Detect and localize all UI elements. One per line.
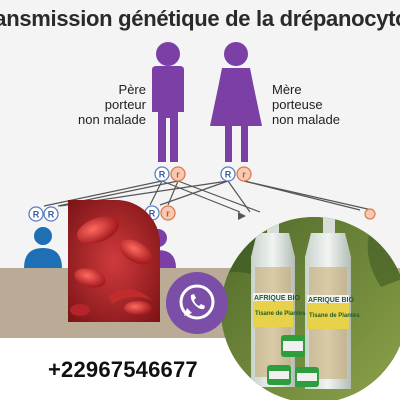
mother-label-line: porteuse xyxy=(272,97,323,112)
mother-label-line: Mère xyxy=(272,82,302,97)
bottle xyxy=(305,217,351,389)
jar xyxy=(295,367,319,387)
whatsapp-icon xyxy=(179,284,215,320)
father-label-line: non malade xyxy=(78,112,146,127)
bottle-brand: AFRIQUE BIO xyxy=(254,295,300,302)
father-alleles: R r xyxy=(154,166,186,182)
bottle-label: Tisane de Plantes xyxy=(309,313,360,319)
mother-label-line: non malade xyxy=(272,112,340,127)
herbal-product-photo: AFRIQUE BIO AFRIQUE BIO Tisane de Plante… xyxy=(221,217,400,400)
child-healthy-icon xyxy=(24,227,62,268)
sickle-cells-image xyxy=(68,200,160,322)
red-blood-cells-illustration xyxy=(68,200,160,322)
child-rr-alleles: R R xyxy=(28,206,59,222)
allele-label: r xyxy=(242,170,246,180)
bottle-brand: AFRIQUE BIO xyxy=(308,297,354,304)
mother-icon xyxy=(210,42,262,162)
mother-label: Mère porteuse non malade xyxy=(272,82,372,127)
phone-number[interactable]: +22967546677 xyxy=(48,357,198,382)
allele-label: R xyxy=(33,210,40,220)
jar xyxy=(267,365,291,385)
poster-title: ransmission génétique de la drépanocytos… xyxy=(0,6,400,31)
bottle xyxy=(251,217,295,387)
father-label: Père porteur non malade xyxy=(58,82,146,127)
father-icon xyxy=(152,42,184,162)
allele-label: r xyxy=(176,170,180,180)
allele-label: R xyxy=(159,170,166,180)
whatsapp-button[interactable] xyxy=(166,272,228,334)
mother-alleles: R r xyxy=(220,166,252,182)
father-label-line: Père xyxy=(118,82,146,97)
allele-badge xyxy=(364,208,376,220)
father-label-line: porteur xyxy=(104,97,146,112)
bottle-label: Tisane de Plantes xyxy=(255,311,306,317)
allele-label: r xyxy=(166,209,170,219)
allele-label: R xyxy=(149,209,156,219)
arrow-tip xyxy=(238,212,246,220)
jar xyxy=(281,335,305,357)
allele-label: R xyxy=(225,170,232,180)
bottles-illustration xyxy=(221,217,400,400)
allele-label: R xyxy=(48,210,55,220)
